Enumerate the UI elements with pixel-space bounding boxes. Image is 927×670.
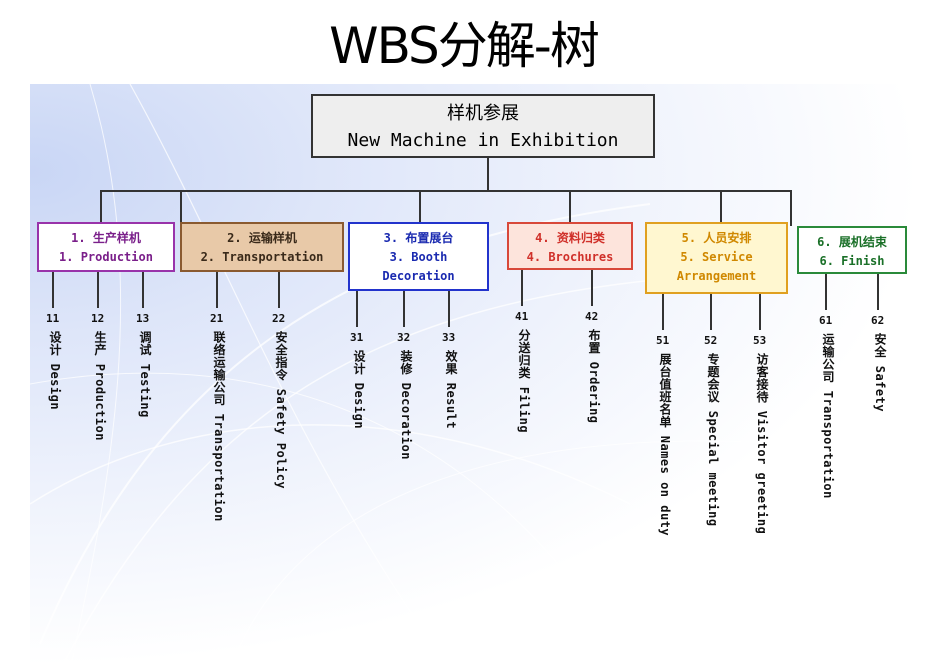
root-line-2: New Machine in Exhibition (347, 130, 619, 151)
leaf-connector-51 (662, 294, 664, 330)
leaf-number: 61 (819, 314, 833, 327)
leaf-number: 31 (350, 331, 364, 344)
leaf-label: 专题会议 Special meeting (706, 353, 720, 527)
branch-node-2: 2. 运输样机 2. Transportation (180, 222, 344, 272)
branch-connector-4 (569, 190, 571, 222)
leaf-connector-13 (142, 272, 144, 308)
branch-1-label-2: 1. Production (59, 250, 153, 264)
root-node: 样机参展 New Machine in Exhibition (311, 94, 655, 158)
leaf-number: 32 (397, 331, 411, 344)
branch-4-label-1: 4. 资料归类 (535, 231, 605, 245)
leaf-number: 51 (656, 334, 670, 347)
branch-3-label-1: 3. 布置展台 (383, 231, 454, 245)
branch-bus (100, 190, 790, 192)
leaf-label: 展台值班名单 Names on duty (658, 353, 672, 537)
branch-connector-6 (790, 190, 792, 226)
leaf-number: 11 (46, 312, 60, 325)
leaf-label: 设计 Design (352, 350, 366, 430)
leaf-number: 62 (871, 314, 885, 327)
leaf-label: 联络运输公司 Transportation (212, 331, 226, 522)
branch-connector-3 (419, 190, 421, 222)
leaf-connector-61 (825, 274, 827, 310)
leaf-connector-42 (591, 270, 593, 306)
leaf-label: 安全指令 Safety Policy (274, 331, 288, 490)
leaf-connector-31 (356, 291, 358, 327)
branch-2-label-2: 2. Transportation (200, 250, 324, 264)
leaf-number: 21 (210, 312, 224, 325)
branch-4-label-2: 4. Brochures (526, 250, 614, 264)
branch-connector-2 (180, 190, 182, 222)
branch-connector-5 (720, 190, 722, 222)
root-connector (487, 158, 489, 190)
leaf-number: 33 (442, 331, 456, 344)
leaf-label: 设计 Design (48, 331, 62, 411)
root-line-1: 样机参展 (447, 103, 519, 124)
leaf-label: 效果 Result (444, 350, 458, 430)
leaf-connector-41 (521, 270, 523, 306)
leaf-label: 运输公司 Transportation (821, 333, 835, 499)
leaf-connector-21 (216, 272, 218, 308)
leaf-number: 12 (91, 312, 105, 325)
background-panel (30, 84, 927, 670)
branch-node-6: 6. 展机结束 6. Finish (797, 226, 907, 274)
leaf-number: 13 (136, 312, 150, 325)
branch-node-4: 4. 资料归类 4. Brochures (507, 222, 633, 270)
leaf-label: 布置 Ordering (587, 329, 601, 424)
branch-connector-1 (100, 190, 102, 222)
background-swirls (30, 84, 791, 670)
leaf-number: 41 (515, 310, 529, 323)
leaf-connector-52 (710, 294, 712, 330)
branch-6-label-1: 6. 展机结束 (817, 235, 887, 249)
branch-3-label-2: 3. Booth (389, 250, 448, 264)
leaf-label: 访客接待 Visitor greeting (755, 353, 769, 535)
leaf-label: 安全 Safety (873, 333, 887, 413)
leaf-number: 52 (704, 334, 718, 347)
leaf-label: 生产 Production (93, 331, 107, 441)
branch-2-label-1: 2. 运输样机 (227, 231, 297, 245)
leaf-number: 42 (585, 310, 599, 323)
leaf-connector-33 (448, 291, 450, 327)
leaf-number: 53 (753, 334, 767, 347)
branch-3-label-3: Decoration (382, 269, 455, 283)
leaf-label: 装修 Decoration (399, 350, 413, 460)
branch-6-label-2: 6. Finish (819, 254, 885, 268)
leaf-number: 22 (272, 312, 286, 325)
leaf-connector-32 (403, 291, 405, 327)
page-title: WBS分解-树 (329, 17, 600, 75)
leaf-connector-53 (759, 294, 761, 330)
branch-5-label-1: 5. 人员安排 (681, 231, 752, 245)
branch-5-label-2: 5. Service (680, 250, 753, 264)
branch-node-1: 1. 生产样机 1. Production (37, 222, 175, 272)
branch-1-label-1: 1. 生产样机 (71, 231, 141, 245)
branch-5-label-3: Arrangement (676, 269, 757, 283)
leaf-connector-62 (877, 274, 879, 310)
leaf-label: 调试 Testing (138, 331, 152, 418)
leaf-connector-11 (52, 272, 54, 308)
leaf-connector-12 (97, 272, 99, 308)
leaf-label: 分送归类 Filing (517, 329, 531, 434)
leaf-connector-22 (278, 272, 280, 308)
